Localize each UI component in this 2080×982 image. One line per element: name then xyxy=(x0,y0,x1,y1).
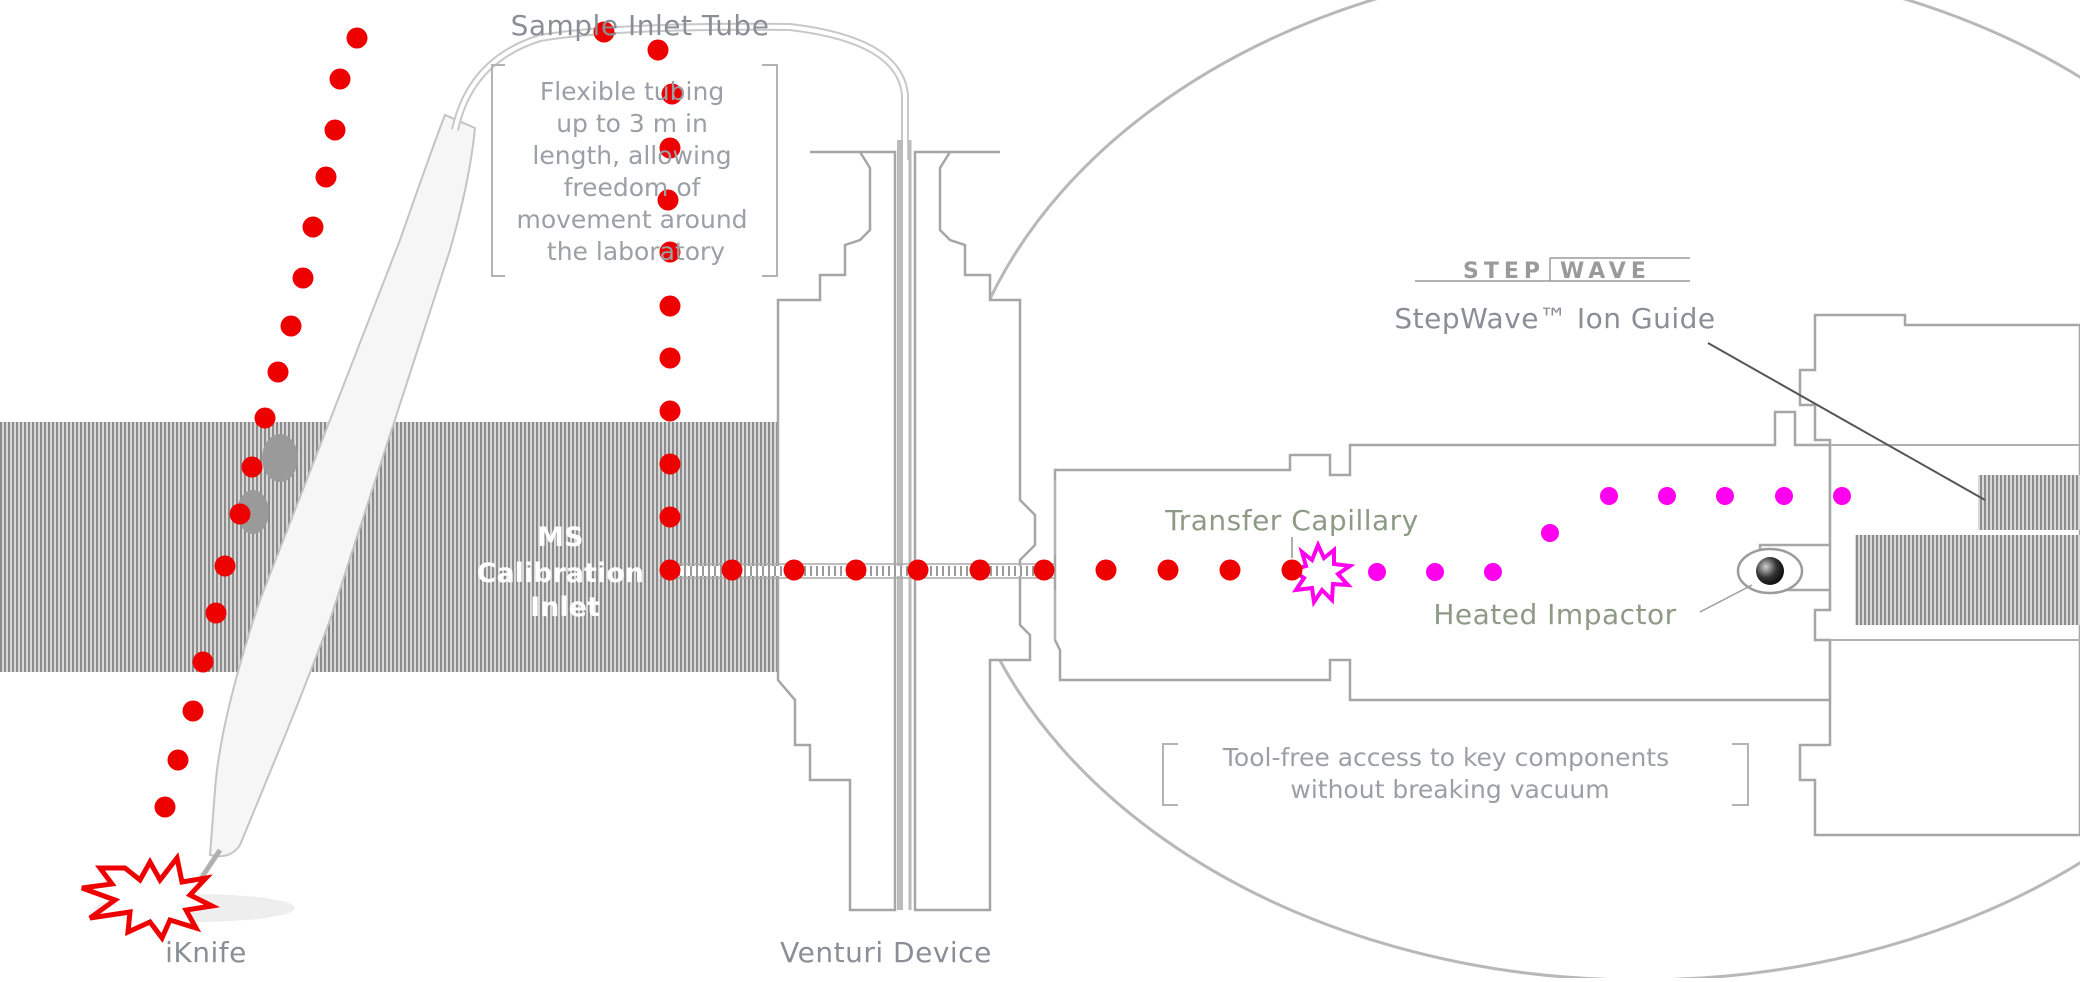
stepwave-logo: STEP WAVE xyxy=(1415,257,1690,284)
ion-dot xyxy=(1541,524,1559,542)
note-line: the laboratory xyxy=(547,237,725,266)
tool-free-bracket xyxy=(1162,743,1749,806)
sample-dot xyxy=(1219,559,1241,581)
sample-dot xyxy=(1095,559,1117,581)
sample-dot xyxy=(1033,559,1055,581)
ion-dot xyxy=(1426,563,1444,581)
iknife-label: iKnife xyxy=(165,936,247,969)
sample-dot xyxy=(659,295,681,317)
sample-dot xyxy=(1157,559,1179,581)
sample-dot xyxy=(329,68,351,90)
sample-dot xyxy=(154,796,176,818)
tool-free-access-note: Tool-free access to key components witho… xyxy=(1222,743,1677,804)
venturi-device xyxy=(776,140,1037,912)
sample-dot xyxy=(267,361,289,383)
flexible-tubing-bracket xyxy=(491,64,778,277)
sample-dot xyxy=(324,119,346,141)
ion-dot-trail xyxy=(1368,487,1851,581)
stepwave-leader-line xyxy=(1707,342,1986,501)
note-line: freedom of xyxy=(564,173,702,202)
sample-dot xyxy=(659,506,681,528)
sample-dot-trail xyxy=(154,21,1303,818)
ms-calibration-band xyxy=(0,422,815,672)
sample-dot xyxy=(593,21,615,43)
sample-dot xyxy=(783,559,805,581)
sample-dot xyxy=(659,137,681,159)
ion-dot xyxy=(1368,563,1386,581)
sample-dot xyxy=(315,166,337,188)
sample-dot xyxy=(647,39,669,61)
ion-dot xyxy=(1658,487,1676,505)
sample-dot xyxy=(659,559,681,581)
venturi-device-label: Venturi Device xyxy=(780,936,992,969)
stepwave-ion-guide-label: StepWave™ Ion Guide xyxy=(1394,302,1715,335)
sample-dot xyxy=(192,651,214,673)
note-line: without breaking vacuum xyxy=(1290,775,1609,804)
ms-label-line: Inlet xyxy=(530,592,600,623)
heated-impactor-label: Heated Impactor xyxy=(1433,598,1676,631)
sample-dot xyxy=(659,347,681,369)
sample-dot xyxy=(229,503,251,525)
flexible-tubing-note: Flexible tubing up to 3 m in length, all… xyxy=(516,77,755,266)
ms-calibration-inlet-label: MS Calibration Inlet xyxy=(477,522,654,623)
sample-dot xyxy=(907,559,929,581)
sample-dot xyxy=(845,559,867,581)
ion-dot xyxy=(1716,487,1734,505)
impactor-ball xyxy=(1756,557,1784,585)
sample-dot xyxy=(657,189,679,211)
sample-dot xyxy=(659,241,681,263)
sample-dot xyxy=(254,407,276,429)
sample-dot xyxy=(659,400,681,422)
sample-dot xyxy=(1281,559,1303,581)
stepwave-electrodes xyxy=(1855,475,2080,625)
sample-dot xyxy=(969,559,991,581)
sample-dot xyxy=(205,602,227,624)
ion-dot xyxy=(1600,487,1618,505)
sample-dot xyxy=(661,83,683,105)
sample-dot xyxy=(659,453,681,475)
iknife-button xyxy=(262,434,298,482)
iknife-spark-icon xyxy=(81,852,221,943)
sample-dot xyxy=(346,27,368,49)
sample-dot xyxy=(302,216,324,238)
ms-label-line: MS xyxy=(537,522,583,553)
sample-dot xyxy=(292,267,314,289)
ion-dot xyxy=(1833,487,1851,505)
ion-dot xyxy=(1484,563,1502,581)
sample-dot xyxy=(214,555,236,577)
capillary-spark-icon xyxy=(1287,539,1356,608)
note-line: movement around xyxy=(516,205,747,234)
sample-dot xyxy=(241,456,263,478)
transfer-capillary-label: Transfer Capillary xyxy=(1164,504,1419,537)
sample-dot xyxy=(167,749,189,771)
note-line: up to 3 m in xyxy=(556,109,708,138)
ion-dot xyxy=(1775,487,1793,505)
stepwave-logo-step: STEP xyxy=(1463,259,1545,284)
stepwave-logo-wave: WAVE xyxy=(1560,259,1651,284)
sample-dot xyxy=(721,559,743,581)
sample-dot xyxy=(280,315,302,337)
sample-inlet-tube-label: Sample Inlet Tube xyxy=(511,9,770,42)
note-line: Flexible tubing xyxy=(540,77,724,106)
note-line: Tool-free access to key components xyxy=(1222,743,1669,772)
sample-dot xyxy=(182,700,204,722)
note-line: length, allowing xyxy=(532,141,731,170)
ms-label-line: Calibration xyxy=(477,558,644,589)
heated-impactor xyxy=(1699,547,1804,613)
